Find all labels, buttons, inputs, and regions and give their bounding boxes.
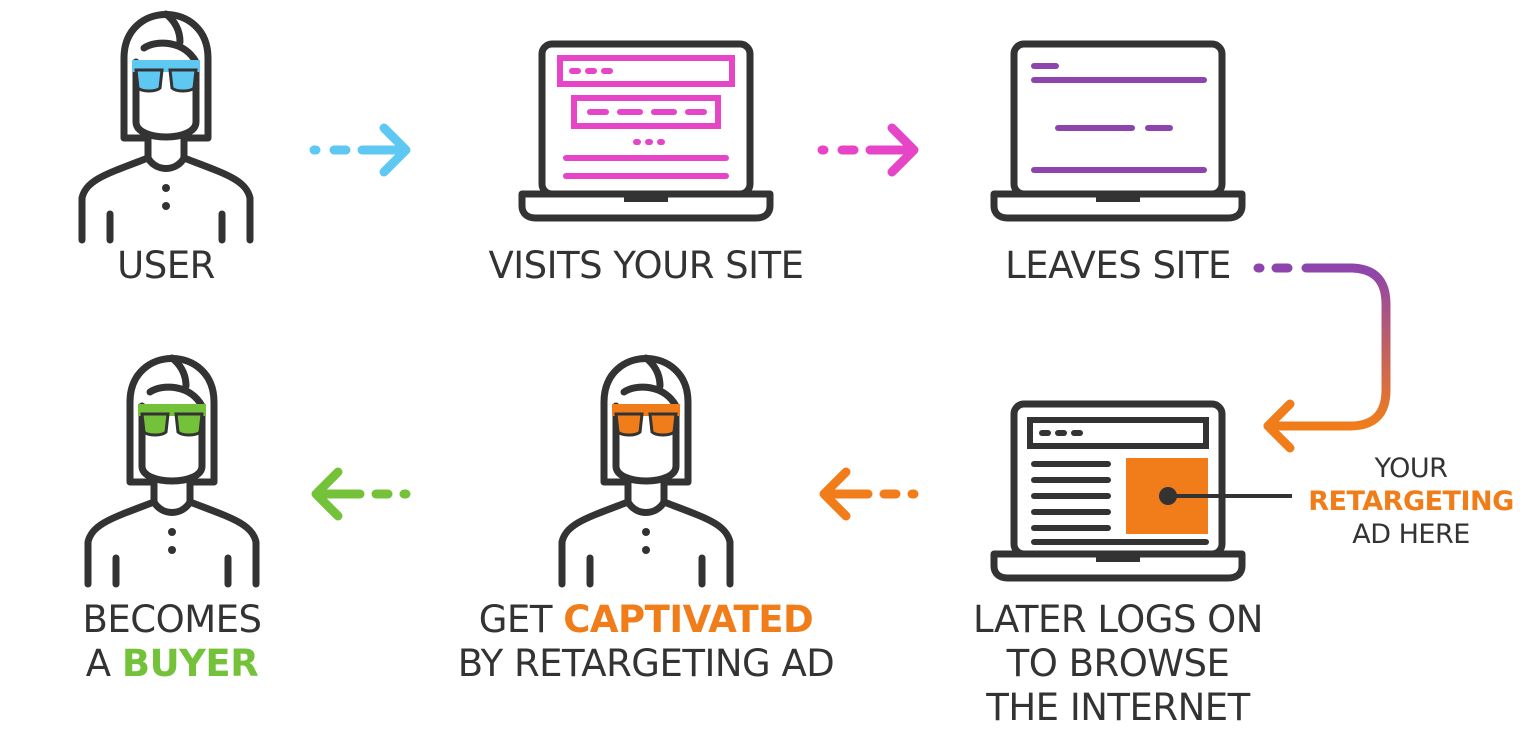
step-buyer-highlight: BUYER [121,642,259,685]
step-browse-line1: LATER LOGS ON [973,598,1264,641]
arrow-visit-to-leave [817,123,919,177]
laptop-with-ad-icon [994,404,1242,578]
person-with-orange-glasses-icon [562,358,730,584]
step-user-label: USER [66,244,266,288]
step-buyer-prefix: A [85,642,122,685]
laptop-purple-site-icon [994,44,1242,218]
ad-callout-highlight: RETARGETING [1308,486,1514,517]
laptop-pink-site-icon [522,44,770,218]
green-glasses-icon [138,404,206,437]
step-leave-text: LEAVES SITE [1005,244,1231,287]
ad-callout-pointer [1159,487,1292,505]
blue-glasses-icon [132,60,200,93]
step-browse-line2: TO BROWSE [1006,642,1230,685]
step-buyer-line1: BECOMES [82,598,262,641]
step-leave-label: LEAVES SITE [968,244,1268,288]
arrow-user-to-visit [309,123,411,177]
step-user-text: USER [117,244,215,287]
arrow-captivated-to-buyer [311,467,411,521]
step-visit-text: VISITS YOUR SITE [488,244,804,287]
step-browse-label: LATER LOGS ON TO BROWSE THE INTERNET [938,598,1298,730]
step-captivated-line2: BY RETARGETING AD [457,642,835,685]
step-captivated-highlight: CAPTIVATED [563,598,814,641]
ad-callout-line3: AD HERE [1352,519,1470,550]
step-visit-label: VISITS YOUR SITE [446,244,846,288]
step-browse-line3: THE INTERNET [986,686,1250,729]
step-captivated-prefix: GET [478,598,564,641]
step-captivated-label: GET CAPTIVATED BY RETARGETING AD [426,598,866,686]
ad-callout-line1: YOUR [1374,453,1448,484]
arrow-leave-to-browse [1253,263,1391,453]
person-with-green-glasses-icon [88,358,256,584]
person-with-blue-glasses-icon [82,14,250,240]
arrow-browse-to-captivated [819,467,919,521]
ad-callout-label: YOUR RETARGETING AD HERE [1296,452,1526,551]
orange-glasses-icon [612,404,680,437]
step-buyer-label: BECOMES A BUYER [62,598,282,686]
